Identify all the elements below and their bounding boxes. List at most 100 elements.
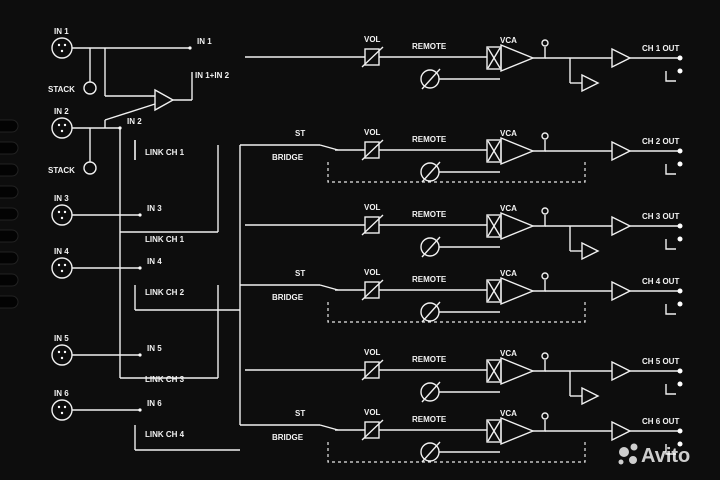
remote-label-5: REMOTE [412, 355, 447, 364]
remote-slash [421, 381, 441, 403]
remote-label-6: REMOTE [412, 415, 447, 424]
alt-label-4: LINK CH 2 [145, 288, 185, 297]
out-terminal [677, 148, 683, 154]
vca-label-5: VCA [500, 349, 517, 358]
vol-label-1: VOL [364, 35, 381, 44]
insert-jack [541, 39, 549, 47]
xlr-pin [60, 216, 64, 220]
vol-wiper [361, 214, 384, 236]
st-label-4: ST [295, 269, 305, 278]
bridge-inverter [581, 241, 600, 261]
remote-slash [421, 441, 441, 463]
ch-out-label-1: CH 1 OUT [642, 44, 679, 53]
vol-wiper [361, 279, 384, 301]
output-buffer [611, 47, 632, 69]
ground-symbol [665, 71, 676, 82]
vol-wiper [361, 139, 384, 161]
switch-label-6: IN 6 [147, 399, 162, 408]
vca-cross [487, 360, 501, 382]
bridge-label-4: BRIDGE [272, 293, 304, 302]
jack-label-1: IN 1 [54, 27, 69, 36]
xlr-jack-1 [51, 37, 73, 59]
ground-symbol [665, 304, 676, 315]
vca-label-6: VCA [500, 409, 517, 418]
vca-cross [487, 280, 501, 302]
vca-cross [487, 140, 501, 162]
xlr-pin [57, 263, 61, 267]
vca-out [533, 140, 546, 152]
xlr-pin [60, 49, 64, 53]
out-terminal [677, 55, 683, 61]
xlr-jack-6 [51, 399, 73, 421]
vent-slot [0, 163, 19, 177]
output-buffer [611, 420, 632, 442]
vol-label-2: VOL [364, 128, 381, 137]
output-buffer [611, 215, 632, 237]
insert-jack [541, 207, 549, 215]
xlr-pin [60, 356, 64, 360]
vent-slot [0, 273, 19, 287]
jack-label-5: IN 5 [54, 334, 69, 343]
vca-amp [500, 211, 535, 241]
vca-out [533, 420, 546, 432]
out-terminal [677, 223, 683, 229]
switch-contact [138, 266, 142, 270]
vca-amp [500, 136, 535, 166]
insert-jack [541, 412, 549, 420]
stack-label-2: STACK [48, 166, 75, 175]
vca-out [533, 360, 546, 372]
remote-label-2: REMOTE [412, 135, 447, 144]
bridge-label-2: BRIDGE [272, 153, 304, 162]
out-terminal [677, 161, 683, 167]
alt-label-1: IN 1+IN 2 [195, 71, 230, 80]
remote-slash [421, 236, 441, 258]
vca-amp [500, 356, 535, 386]
xlr-jack-2 [51, 117, 73, 139]
vca-label-4: VCA [500, 269, 517, 278]
remote-label-3: REMOTE [412, 210, 447, 219]
jack-label-6: IN 6 [54, 389, 69, 398]
vol-label-6: VOL [364, 408, 381, 417]
alt-label-3: LINK CH 1 [145, 235, 185, 244]
output-buffer [611, 280, 632, 302]
wiring [72, 47, 241, 451]
output-buffer [611, 140, 632, 162]
switch-contact [138, 353, 142, 357]
bridge-switch [319, 284, 339, 291]
vol-wiper [361, 359, 384, 381]
out-terminal [677, 301, 683, 307]
xlr-jack-4 [51, 257, 73, 279]
ch-out-label-5: CH 5 OUT [642, 357, 679, 366]
ground-symbol [665, 239, 676, 250]
xlr-pin [57, 350, 61, 354]
xlr-pin [63, 405, 67, 409]
switch-label-5: IN 5 [147, 344, 162, 353]
ground-symbol [665, 444, 676, 455]
vent-slot [0, 185, 19, 199]
ch-out-label-3: CH 3 OUT [642, 212, 679, 221]
bridge-switch [319, 424, 339, 431]
remote-label-4: REMOTE [412, 275, 447, 284]
insert-jack [541, 132, 549, 140]
xlr-pin [57, 123, 61, 127]
vent-slot [0, 251, 19, 265]
xlr-pin [57, 210, 61, 214]
channel-strip-5: VOL REMOTE VCA CH 5 OUT [245, 348, 683, 406]
out-terminal [677, 428, 683, 434]
avito-logo: Avito [618, 443, 690, 467]
out-terminal [677, 441, 683, 447]
switch-label-2: IN 2 [127, 117, 142, 126]
summing-amplifier [154, 88, 175, 112]
stack-label-1: STACK [48, 85, 75, 94]
vol-label-5: VOL [364, 348, 381, 357]
alt-label-2: LINK CH 1 [145, 148, 185, 157]
switch-label-4: IN 4 [147, 257, 162, 266]
vca-out [533, 47, 546, 59]
switch-contact [188, 46, 192, 50]
